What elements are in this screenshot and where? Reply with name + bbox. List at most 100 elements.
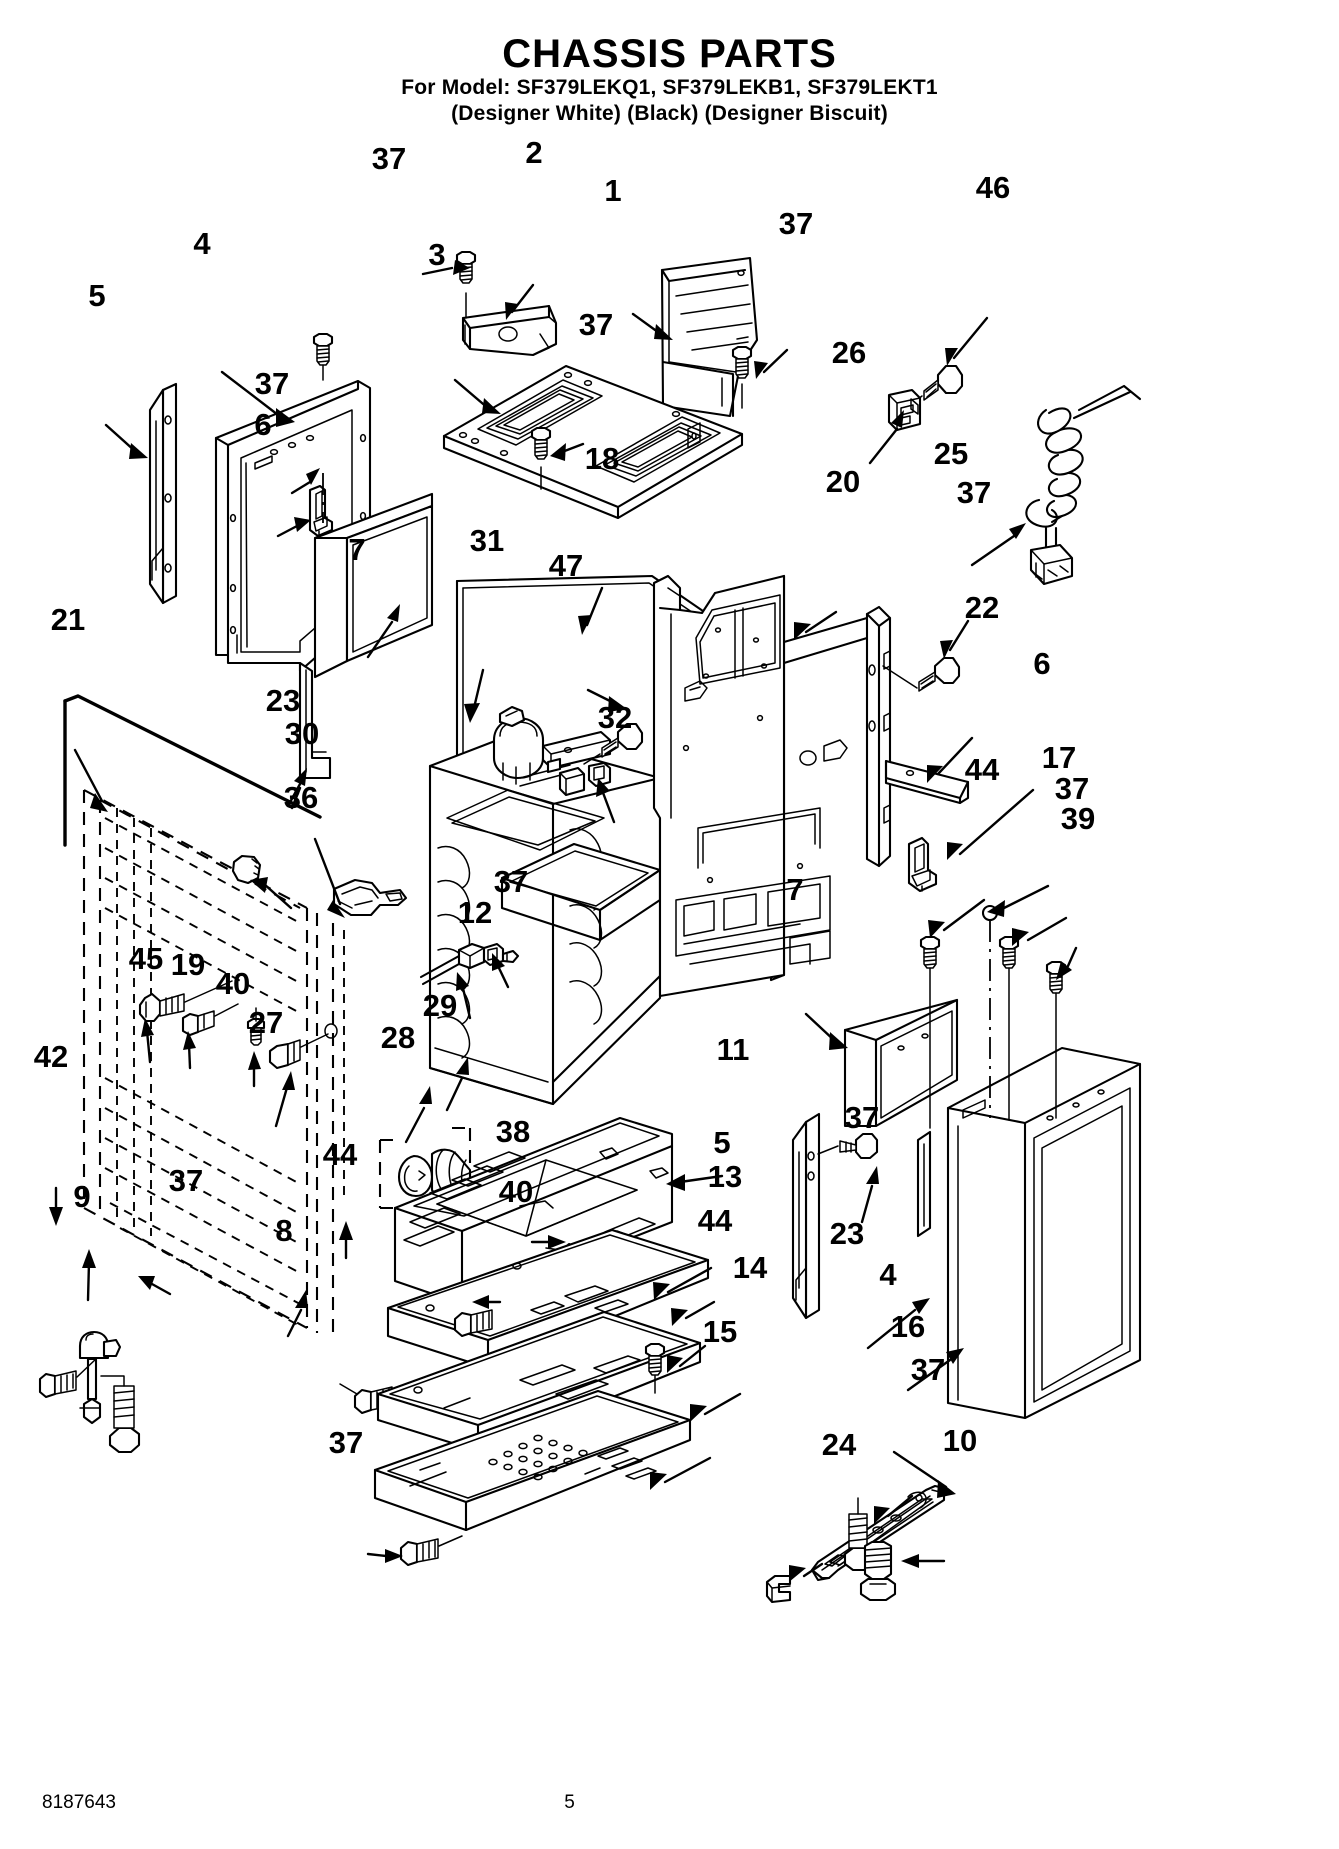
part-2-terminal-block-cover xyxy=(461,304,558,357)
callout-number-42: 42 xyxy=(34,1039,68,1074)
callout-number-45: 45 xyxy=(129,941,163,976)
callout-leaders xyxy=(49,260,1078,1582)
part-5-side-trim-left xyxy=(148,382,178,605)
part-31-oven-cavity xyxy=(428,734,662,1106)
callout-number-37: 37 xyxy=(169,1163,203,1198)
callout-number-36: 36 xyxy=(284,780,318,815)
callout-number-31: 31 xyxy=(470,523,504,558)
rear-panel-right-rail xyxy=(782,605,892,868)
part-40-screw-drawer xyxy=(453,1309,493,1338)
part-27-axis xyxy=(300,1033,329,1048)
callout-number-3: 3 xyxy=(428,237,445,272)
part-7-side-insulation-panel-right xyxy=(843,998,959,1128)
part-15-bottom-panel xyxy=(373,1389,692,1532)
callout-labels: 1234537373737646262537718203147226212330… xyxy=(34,135,1095,1462)
callout-number-19: 19 xyxy=(171,947,205,982)
callout-number-26: 26 xyxy=(832,335,866,370)
part-37-screw-rear-trim xyxy=(731,345,753,380)
part-25-power-cord xyxy=(1025,384,1142,586)
part-46-ground-screw xyxy=(923,364,964,401)
part-37-screw-right-trim xyxy=(839,1132,879,1160)
part-6-door-hinge-right xyxy=(907,836,938,893)
callout-number-21: 21 xyxy=(51,602,85,637)
part-14-drawer-front-panel xyxy=(376,1310,702,1453)
part-44-frame-axis xyxy=(339,1383,358,1395)
callout-number-5: 5 xyxy=(713,1125,730,1160)
part-37-screw-cooktop xyxy=(530,426,552,461)
part-27-bushing xyxy=(268,1039,301,1070)
callout-number-5: 5 xyxy=(88,278,105,313)
callout-number-47: 47 xyxy=(549,548,583,583)
callout-number-37: 37 xyxy=(579,307,613,342)
part-36-hole-plug xyxy=(231,854,262,885)
frame-hole xyxy=(324,1023,338,1039)
callout-number-44: 44 xyxy=(965,752,1000,787)
callout-number-7: 7 xyxy=(348,532,365,567)
part-32-door-latch-assembly xyxy=(492,705,612,797)
callout-number-44: 44 xyxy=(323,1137,358,1172)
callout-number-12: 12 xyxy=(458,895,492,930)
callout-number-39: 39 xyxy=(1061,801,1095,836)
part-37-leg-axis xyxy=(100,1375,125,1387)
part-37-screw-rear-right xyxy=(918,656,961,692)
part-44-screw-right-panel xyxy=(919,935,941,970)
part-19-axis xyxy=(214,1003,239,1017)
callout-number-40: 40 xyxy=(216,966,250,1001)
part-44-screw-drawer-front xyxy=(644,1342,666,1377)
callout-number-9: 9 xyxy=(73,1179,90,1214)
part-20-rear-panel xyxy=(652,574,848,998)
part-23-bottom-trim-right xyxy=(916,1130,932,1238)
callout-number-2: 2 xyxy=(525,135,542,170)
part-24-glide-clip xyxy=(765,1574,792,1604)
part-30-hinge-receiver xyxy=(332,878,408,917)
part-37-screw-leg xyxy=(108,1385,141,1454)
part-47-latch-screw xyxy=(601,722,644,758)
part-10-leveling-leg xyxy=(859,1540,897,1602)
part-4-side-panel-right xyxy=(946,1046,1142,1420)
callout-number-46: 46 xyxy=(976,170,1010,205)
page-number: 5 xyxy=(564,1792,575,1813)
callout-number-15: 15 xyxy=(703,1314,737,1349)
callout-number-23: 23 xyxy=(266,683,300,718)
callout-number-30: 30 xyxy=(285,716,319,751)
screw-axis-rear-right xyxy=(882,665,918,689)
part-8-bottom-frame-phantom xyxy=(82,789,345,1340)
callout-number-20: 20 xyxy=(826,464,860,499)
document-number: 8187643 xyxy=(42,1792,116,1813)
callout-number-16: 16 xyxy=(891,1309,925,1344)
part-42-axis xyxy=(76,1357,98,1378)
callout-number-8: 8 xyxy=(275,1213,292,1248)
callout-number-22: 22 xyxy=(965,590,999,625)
callout-number-6: 6 xyxy=(254,407,271,442)
part-45-axis xyxy=(184,980,233,1003)
part-9-leveling-leg xyxy=(78,1330,122,1425)
callout-number-40: 40 xyxy=(499,1174,533,1209)
callout-number-44: 44 xyxy=(698,1203,733,1238)
part-5-side-trim-right xyxy=(791,1112,821,1320)
callout-number-28: 28 xyxy=(381,1020,415,1055)
callout-number-37: 37 xyxy=(1055,771,1089,806)
callout-number-10: 10 xyxy=(943,1423,977,1458)
part-21-rear-top-trim xyxy=(63,694,322,847)
callout-number-6: 6 xyxy=(1033,646,1050,681)
callout-number-4: 4 xyxy=(879,1257,897,1292)
callout-number-37: 37 xyxy=(255,366,289,401)
latch-screw-axis xyxy=(583,753,601,765)
callout-number-17: 17 xyxy=(1042,740,1076,775)
callout-number-37: 37 xyxy=(329,1425,363,1460)
callout-number-14: 14 xyxy=(733,1250,768,1285)
callout-number-24: 24 xyxy=(822,1427,857,1462)
part-37-screw-bottom-panel xyxy=(399,1538,439,1567)
callout-number-37: 37 xyxy=(911,1352,945,1387)
part-6-door-hinge-left xyxy=(308,484,334,538)
part-42-bolt xyxy=(38,1370,77,1399)
callout-number-13: 13 xyxy=(708,1159,742,1194)
callout-number-29: 29 xyxy=(423,988,457,1023)
part-45-leveling-screw xyxy=(138,992,185,1023)
callout-number-1: 1 xyxy=(604,173,621,208)
part-37-bottom-axis xyxy=(438,1535,463,1547)
callout-number-37: 37 xyxy=(779,206,813,241)
callout-number-23: 23 xyxy=(830,1216,864,1251)
model-line: For Model: SF379LEKQ1, SF379LEKB1, SF379… xyxy=(401,76,938,99)
